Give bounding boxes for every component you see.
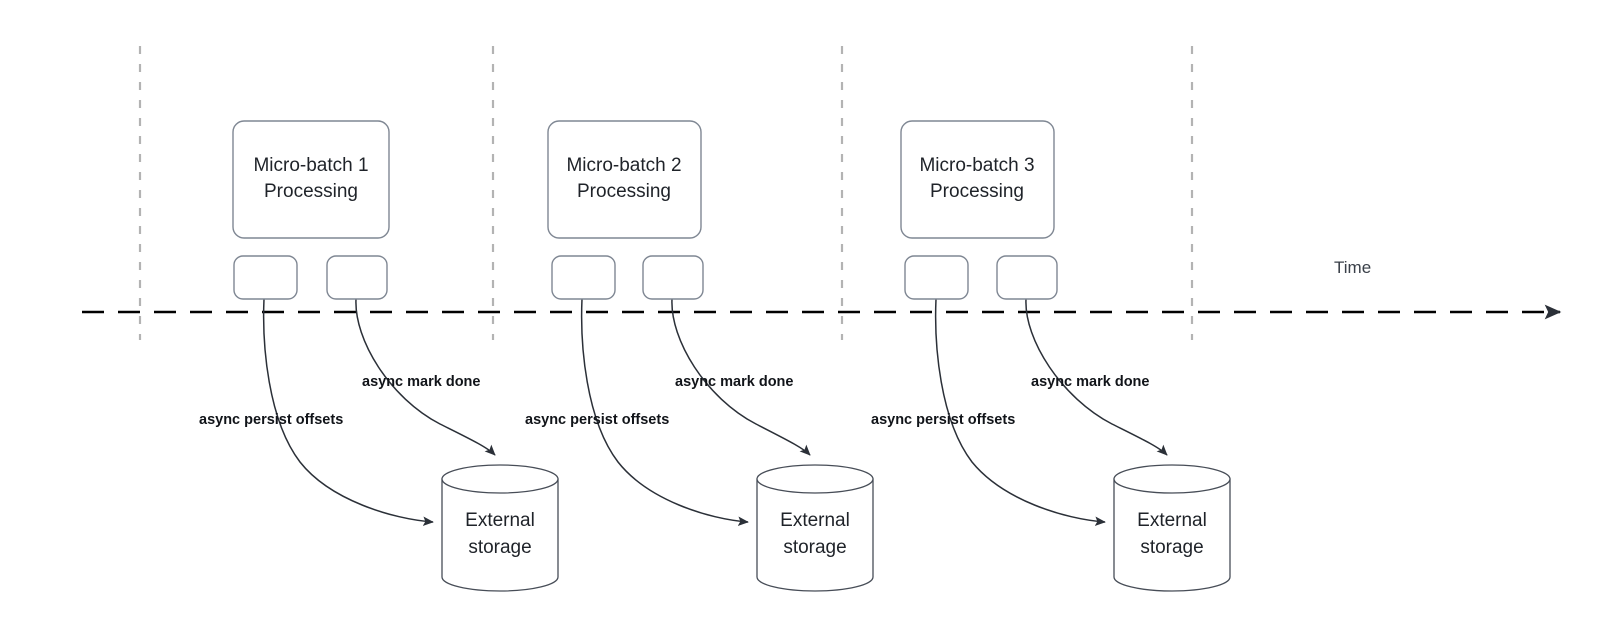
mb2-external-storage-cylinder[interactable]: External storage [756, 464, 874, 592]
mb1-storage-label-line2: storage [468, 537, 531, 558]
mb3-persist-offsets-label: async persist offsets [871, 412, 1015, 428]
mb3-storage-label-line2: storage [1140, 537, 1203, 558]
time-axis: Time [82, 258, 1562, 320]
micro-batch-2-group: Micro-batch 2 Processing async persist o… [525, 120, 874, 592]
mb1-mark-done-curve [355, 298, 496, 456]
mb2-task-box-a[interactable] [551, 255, 616, 300]
mb1-cylinder-body [441, 478, 559, 592]
time-axis-label: Time [1334, 258, 1371, 277]
mb1-processing-label-line1: Micro-batch 1 [253, 155, 368, 176]
mb1-processing-box[interactable] [232, 120, 390, 239]
mb3-task-box-b[interactable] [996, 255, 1058, 300]
timeline-boundary-markers [138, 46, 1194, 340]
mb1-task-box-b[interactable] [326, 255, 388, 300]
mb3-processing-label-line1: Micro-batch 3 [919, 155, 1034, 176]
mb3-cylinder-body [1113, 478, 1231, 592]
mb3-mark-done-curve [1025, 298, 1168, 456]
mb3-processing-label-line2: Processing [930, 181, 1024, 202]
mb2-cylinder-top-ellipse [756, 464, 874, 494]
mb1-task-box-a[interactable] [233, 255, 298, 300]
mb2-processing-label-line1: Micro-batch 2 [566, 155, 681, 176]
mb2-cylinder-body [756, 478, 874, 592]
mb2-mark-done-label: async mark done [675, 374, 793, 390]
mb2-task-box-b[interactable] [642, 255, 704, 300]
mb2-mark-done-curve [671, 298, 811, 456]
mb1-persist-offsets-label: async persist offsets [199, 412, 343, 428]
mb3-persist-offsets-curve [934, 298, 1106, 527]
mb1-processing-label-line2: Processing [264, 181, 358, 202]
mb3-mark-done-label: async mark done [1031, 374, 1149, 390]
mb1-mark-done-label: async mark done [362, 374, 480, 390]
micro-batch-1-group: Micro-batch 1 Processing async persist o… [199, 120, 559, 592]
mb2-processing-box[interactable] [547, 120, 702, 239]
mb3-cylinder-top-ellipse [1113, 464, 1231, 494]
mb2-processing-label-line2: Processing [577, 181, 671, 202]
micro-batch-3-group: Micro-batch 3 Processing async persist o… [871, 120, 1231, 592]
mb1-persist-offsets-curve [262, 298, 434, 527]
mb1-storage-label-line1: External [465, 510, 535, 531]
mb1-cylinder-top-ellipse [441, 464, 559, 494]
mb3-processing-box[interactable] [900, 120, 1055, 239]
mb2-persist-offsets-curve [580, 298, 749, 526]
mb2-storage-label-line2: storage [783, 537, 846, 558]
mb3-external-storage-cylinder[interactable]: External storage [1113, 464, 1231, 592]
mb3-storage-label-line1: External [1137, 510, 1207, 531]
mb2-storage-label-line1: External [780, 510, 850, 531]
mb3-task-box-a[interactable] [904, 255, 969, 300]
mb2-persist-offsets-label: async persist offsets [525, 412, 669, 428]
mb1-external-storage-cylinder[interactable]: External storage [441, 464, 559, 592]
